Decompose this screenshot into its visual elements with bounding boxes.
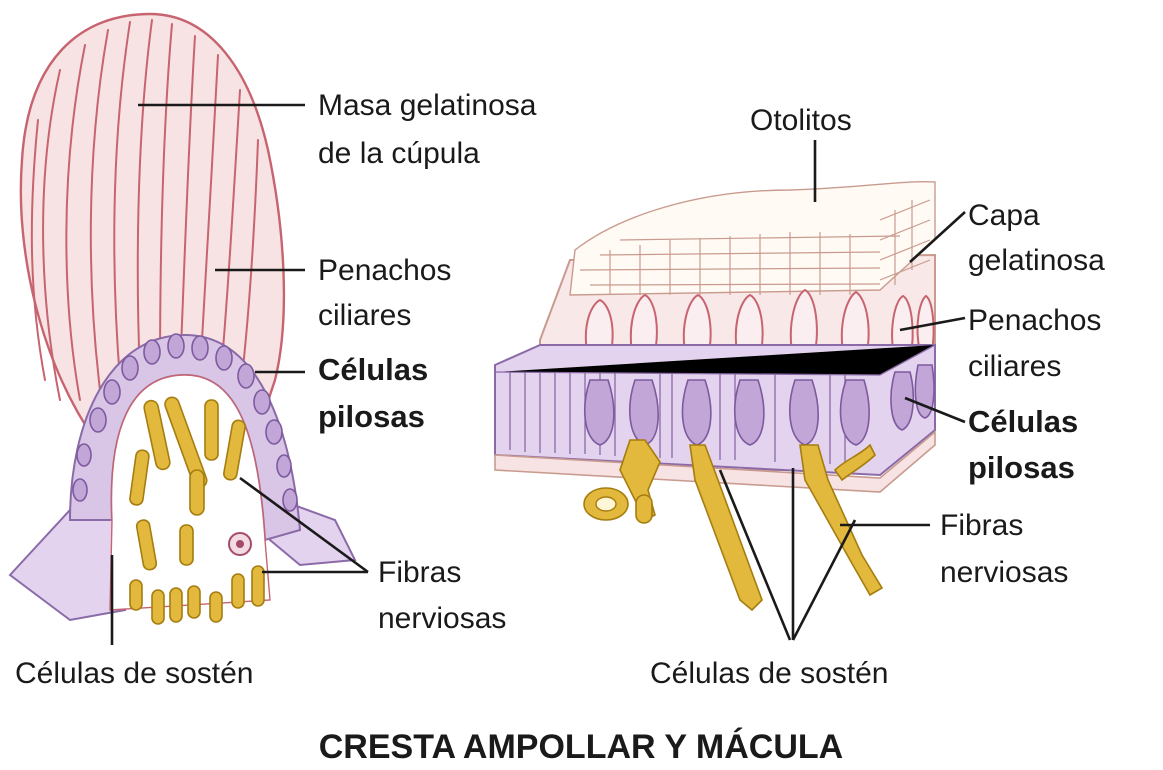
label-penachos-ciliares-right-1: Penachos: [968, 304, 1101, 337]
macula: [495, 182, 935, 610]
label-fibras-nerviosas-left-1: Fibras: [378, 556, 461, 589]
figure-title: CRESTA AMPOLLAR Y MÁCULA: [319, 728, 843, 766]
label-fibras-nerviosas-left-2: nerviosas: [378, 602, 506, 635]
label-capa-gelatinosa-2: gelatinosa: [968, 244, 1105, 277]
label-fibras-nerviosas-right-1: Fibras: [940, 509, 1023, 542]
label-penachos-ciliares-left-2: ciliares: [318, 299, 411, 332]
label-masa-gelatinosa-2: de la cúpula: [318, 137, 480, 170]
label-fibras-nerviosas-right-2: nerviosas: [940, 556, 1068, 589]
label-celulas-sosten-right: Células de sostén: [650, 657, 888, 690]
label-celulas-pilosas-right-1: Células: [968, 404, 1078, 439]
label-capa-gelatinosa-1: Capa: [968, 199, 1040, 232]
label-otolitos: Otolitos: [750, 104, 852, 137]
supporting-cells-sheet: [10, 505, 125, 620]
label-celulas-pilosas-right-2: pilosas: [968, 450, 1075, 485]
label-penachos-ciliares-left-1: Penachos: [318, 254, 451, 287]
label-celulas-pilosas-left-1: Células: [318, 352, 428, 387]
label-celulas-pilosas-left-2: pilosas: [318, 399, 425, 434]
label-celulas-sosten-left: Células de sostén: [15, 657, 253, 690]
label-masa-gelatinosa-1: Masa gelatinosa: [318, 89, 537, 122]
label-penachos-ciliares-right-2: ciliares: [968, 350, 1061, 383]
